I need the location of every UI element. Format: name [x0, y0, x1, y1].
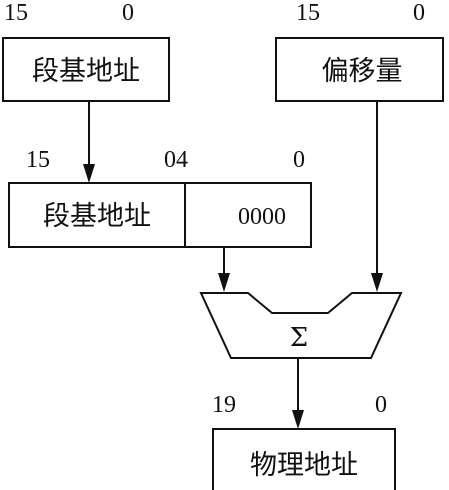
adder: Σ	[199, 292, 403, 359]
offset-register-bit-high: 15	[296, 0, 320, 26]
segment-register-bit-high: 15	[4, 0, 28, 26]
shifted-segment-box	[8, 182, 312, 248]
adder-symbol: Σ	[290, 323, 308, 353]
offset-register-box	[275, 37, 444, 102]
arrow-segment-to-shifted	[83, 101, 95, 183]
physical-address: 物理地址 19 0	[212, 392, 396, 490]
physical-address-label: 物理地址	[250, 450, 358, 481]
arrow-shifted-to-adder	[218, 247, 230, 292]
segment-register-label: 段基地址	[32, 56, 140, 87]
physical-address-bit-low: 0	[375, 392, 387, 418]
segment-register-box	[2, 37, 170, 102]
shifted-segment: 段基地址 0000 15 04 0	[8, 147, 312, 248]
segment-register-bit-low: 0	[122, 0, 134, 26]
segment-register: 段基地址 15 0	[2, 0, 170, 102]
shifted-segment-bit-low: 0	[293, 147, 305, 173]
shifted-segment-bit-mid: 04	[164, 147, 188, 173]
offset-register: 偏移量 15 0	[275, 0, 444, 102]
shifted-segment-suffix: 0000	[238, 204, 286, 230]
shifted-segment-bit-high: 15	[26, 147, 50, 173]
adder-shape	[199, 292, 403, 359]
offset-register-label: 偏移量	[322, 56, 403, 87]
physical-address-box	[212, 428, 396, 490]
arrow-offset-to-adder	[371, 101, 383, 292]
offset-register-bit-low: 0	[413, 0, 425, 26]
physical-address-bit-high: 19	[212, 392, 236, 418]
arrow-adder-to-physical	[292, 358, 304, 429]
shifted-segment-label: 段基地址	[43, 201, 151, 232]
